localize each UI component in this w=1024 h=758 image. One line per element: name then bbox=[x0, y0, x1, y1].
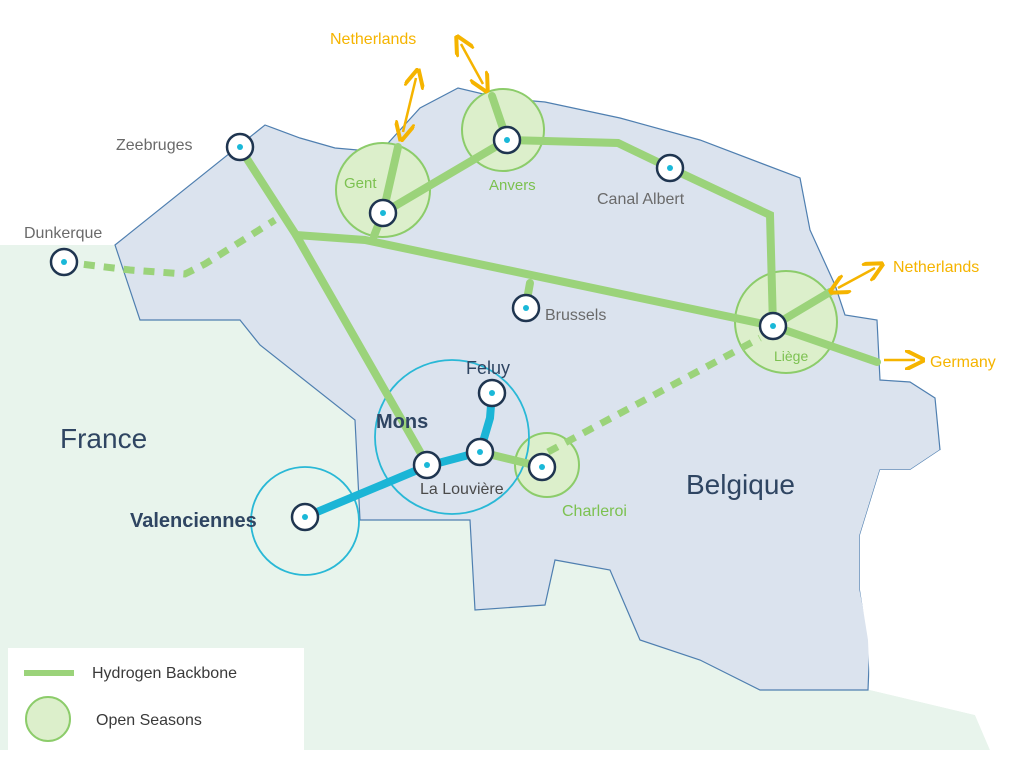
legend-backbone-label: Hydrogen Backbone bbox=[92, 665, 237, 682]
city-label-gent: Gent bbox=[344, 175, 377, 192]
node-feluy[interactable] bbox=[477, 378, 507, 408]
country-label-belgium: Belgique bbox=[686, 469, 795, 500]
arrow-liege-netherlands bbox=[838, 268, 875, 288]
connection-arrows bbox=[403, 44, 915, 360]
node-anvers[interactable] bbox=[492, 125, 522, 155]
connection-label-netherlands-right: Netherlands bbox=[893, 259, 979, 276]
city-label-anvers: Anvers bbox=[489, 177, 536, 194]
open-season-gent bbox=[335, 142, 431, 238]
city-label-la-louviere: La Louvière bbox=[420, 481, 504, 498]
country-label-france: France bbox=[60, 423, 147, 454]
hydrogen-backbone-planned bbox=[63, 217, 762, 456]
east-land bbox=[860, 450, 1024, 750]
node-dunkerque[interactable] bbox=[49, 247, 79, 277]
cluster-valenciennes bbox=[250, 466, 360, 576]
city-label-canal-albert: Canal Albert bbox=[597, 191, 685, 208]
france-land bbox=[0, 245, 990, 750]
node-charleroi[interactable] bbox=[527, 452, 557, 482]
legend-open-seasons-swatch bbox=[25, 696, 71, 742]
city-label-brussels: Brussels bbox=[545, 307, 606, 324]
city-label-liege: Liège bbox=[774, 348, 808, 364]
connection-label-germany: Germany bbox=[930, 354, 996, 371]
node-la-louviere[interactable] bbox=[465, 437, 495, 467]
arrow-gent-netherlands bbox=[403, 78, 416, 132]
nodes bbox=[49, 125, 788, 532]
city-label-charleroi: Charleroi bbox=[562, 503, 627, 520]
arrow-anvers-netherlands bbox=[461, 44, 483, 84]
node-mons[interactable] bbox=[412, 450, 442, 480]
node-zeebruges[interactable] bbox=[225, 132, 255, 162]
city-label-feluy: Feluy bbox=[466, 358, 510, 378]
node-valenciennes[interactable] bbox=[290, 502, 320, 532]
node-brussels[interactable] bbox=[511, 293, 541, 323]
city-label-mons: Mons bbox=[376, 411, 428, 433]
node-canal-albert[interactable] bbox=[655, 153, 685, 183]
legend: Hydrogen Backbone Open Seasons bbox=[8, 648, 304, 752]
connection-label-netherlands-top: Netherlands bbox=[330, 31, 416, 48]
node-gent[interactable] bbox=[368, 198, 398, 228]
city-label-dunkerque: Dunkerque bbox=[24, 225, 102, 242]
node-liege[interactable] bbox=[758, 311, 788, 341]
legend-open-seasons-label: Open Seasons bbox=[96, 712, 202, 729]
city-label-valenciennes: Valenciennes bbox=[130, 510, 257, 532]
cluster-mons bbox=[374, 359, 530, 515]
city-label-zeebruges: Zeebruges bbox=[116, 137, 193, 154]
